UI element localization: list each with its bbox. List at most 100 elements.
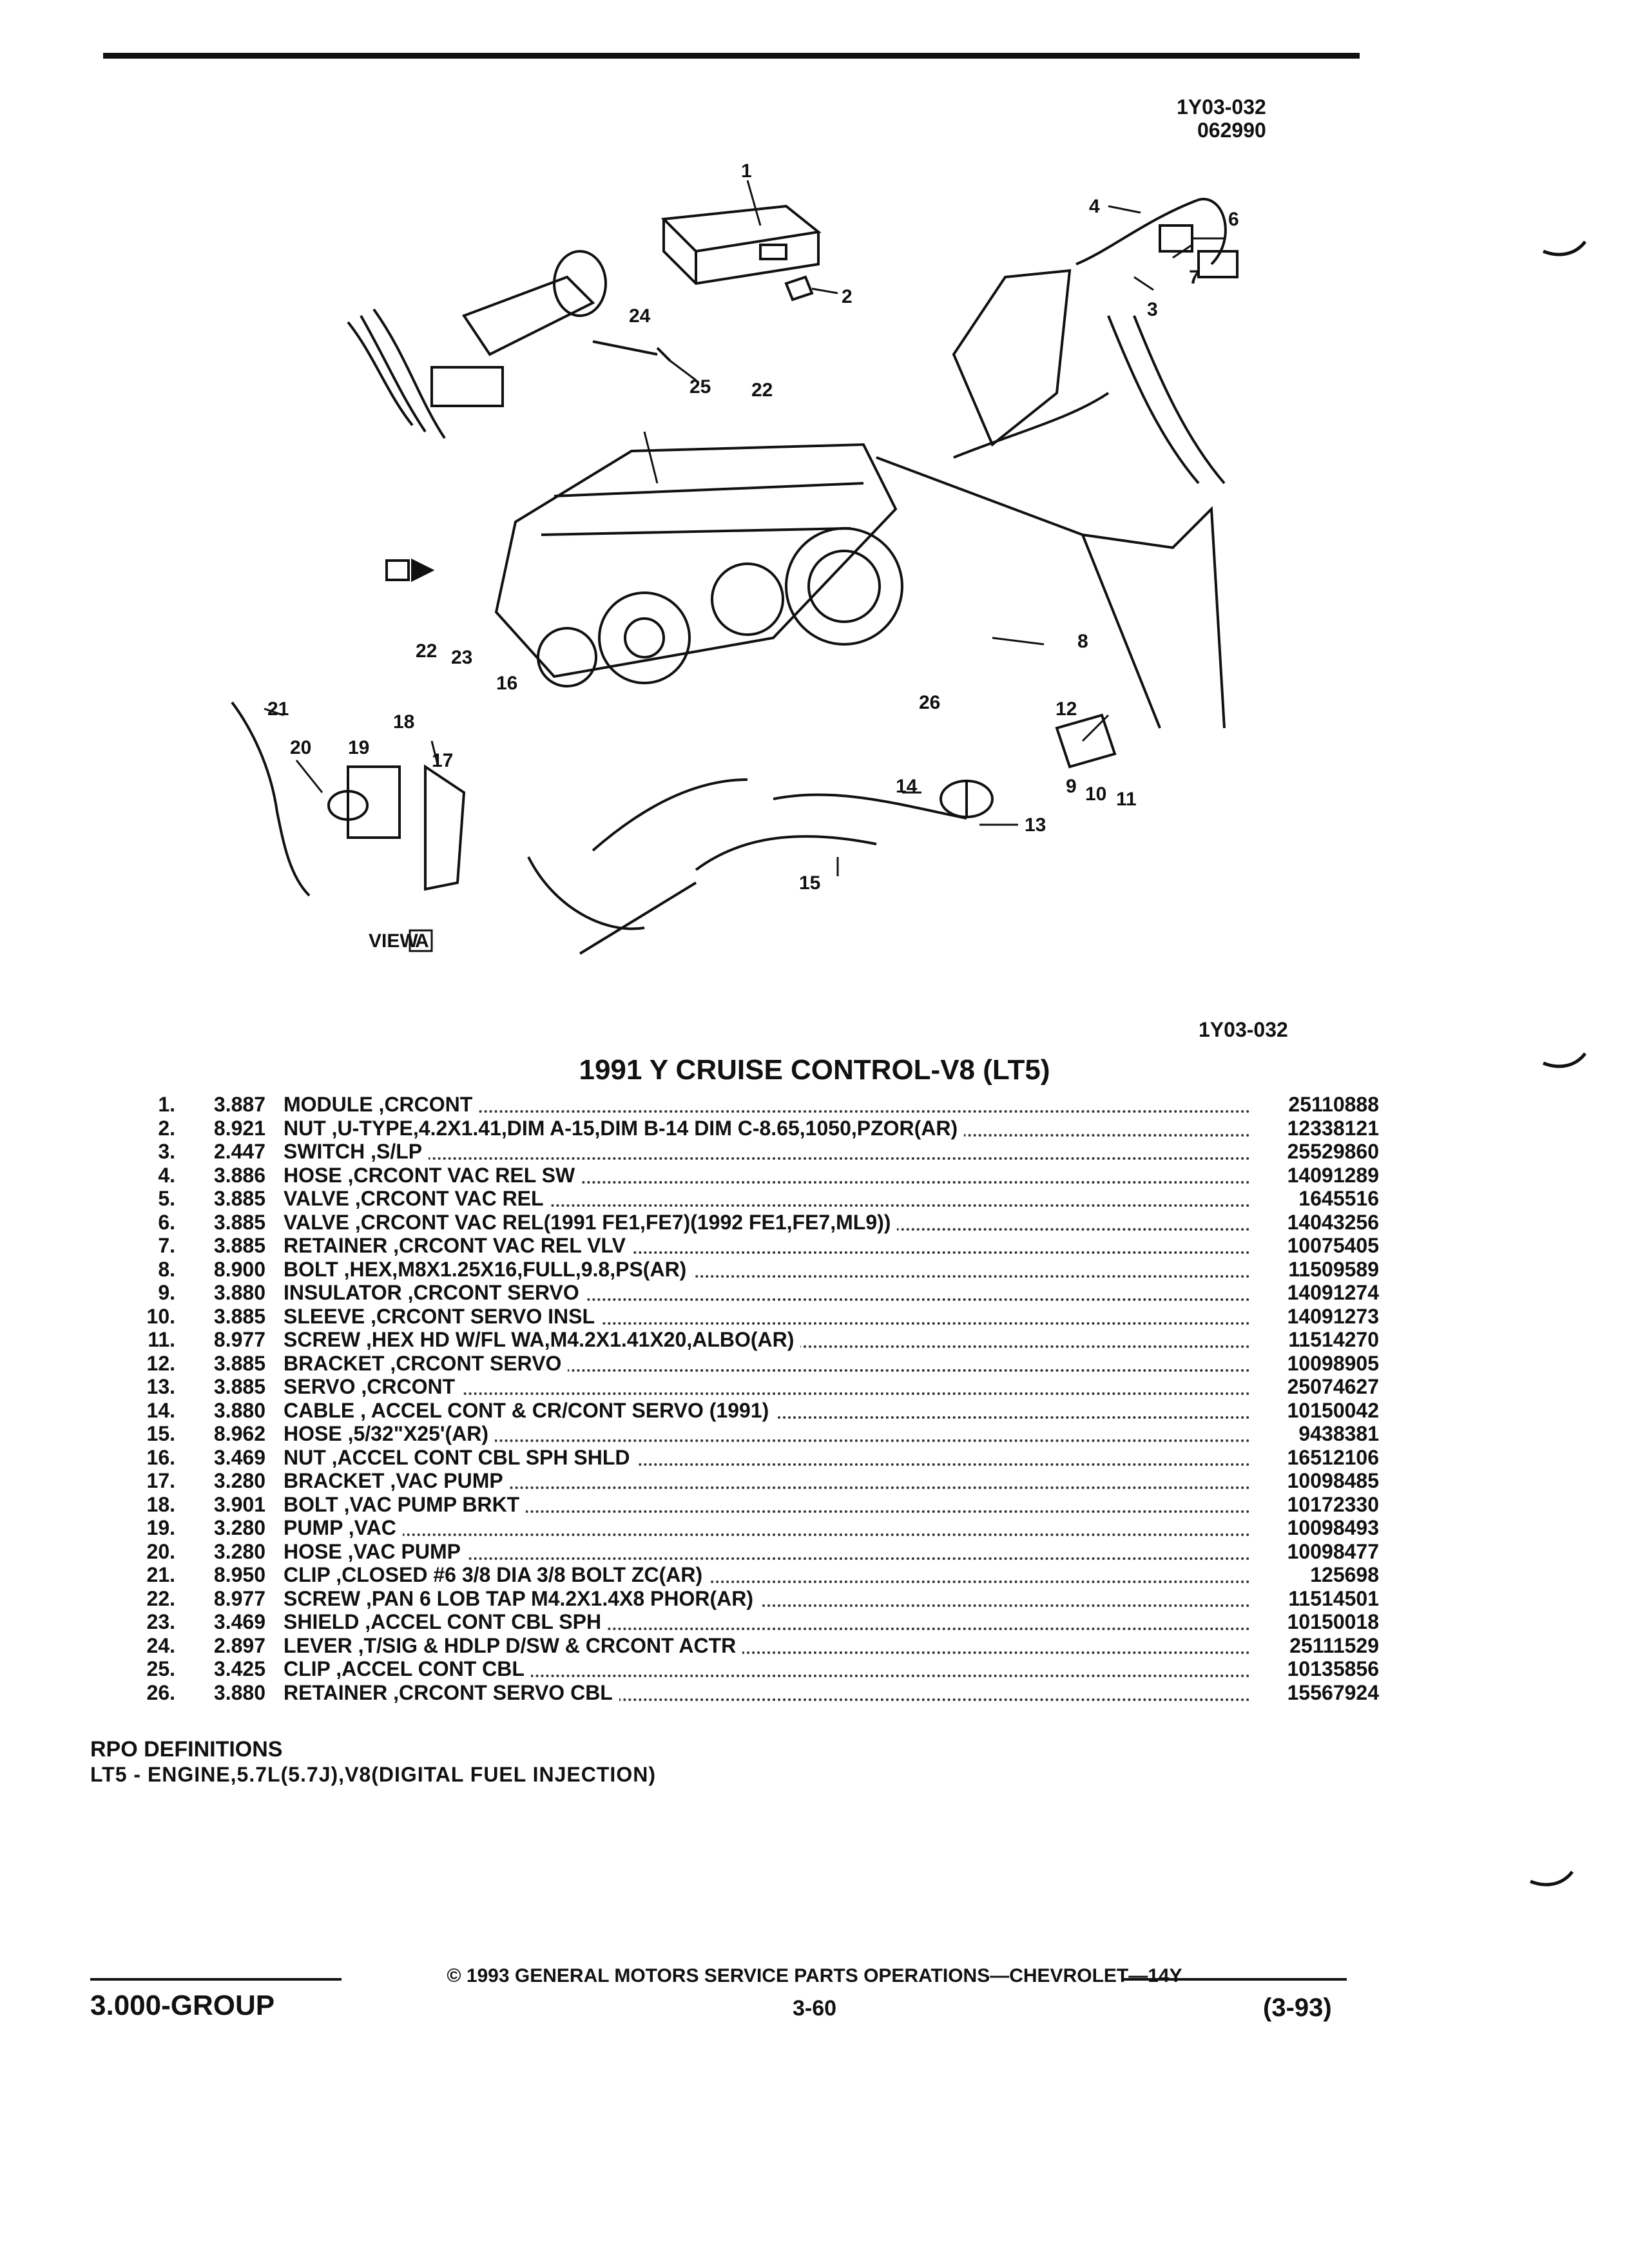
- part-group: 3.880: [213, 1680, 265, 1704]
- view-tag: A: [415, 930, 429, 952]
- module-drawing: [660, 204, 822, 285]
- part-index: 3.: [158, 1140, 175, 1163]
- vacuum-pump-drawing: [231, 701, 466, 897]
- view-tag-box: [409, 929, 433, 952]
- callout-8: 8: [1077, 631, 1088, 652]
- part-number: 10150018: [1287, 1610, 1379, 1633]
- callout-2: 2: [842, 286, 853, 307]
- part-index: 15.: [146, 1422, 175, 1445]
- part-number: 11509589: [1288, 1257, 1379, 1281]
- part-number: 15567924: [1287, 1680, 1379, 1704]
- part-group: 3.885: [213, 1304, 265, 1328]
- cowl-drawing: [876, 456, 1226, 729]
- part-description: BOLT ,VAC PUMP BRKT: [284, 1492, 1250, 1517]
- figure-date: 062990: [1197, 119, 1266, 142]
- part-number: 10098485: [1287, 1469, 1379, 1492]
- part-group: 8.977: [213, 1328, 265, 1351]
- part-number: 125698: [1310, 1563, 1379, 1586]
- part-description: HOSE ,5/32"X25'(AR): [284, 1422, 1250, 1446]
- part-group: 8.977: [213, 1586, 265, 1610]
- part-description: CLIP ,CLOSED #6 3/8 DIA 3/8 BOLT ZC(AR): [284, 1563, 1250, 1587]
- margin-mark: [1530, 1870, 1574, 1887]
- callout-7: 7: [1189, 267, 1200, 288]
- part-number: 25074627: [1287, 1375, 1379, 1398]
- callout-10: 10: [1085, 783, 1106, 805]
- part-group: 3.425: [213, 1657, 265, 1680]
- part-group: 3.469: [213, 1445, 265, 1469]
- callout-9: 9: [1066, 776, 1077, 797]
- part-index: 26.: [146, 1680, 175, 1704]
- callout-16: 16: [496, 673, 517, 694]
- part-index: 12.: [146, 1351, 175, 1375]
- part-group: 3.887: [213, 1093, 265, 1116]
- part-number: 11514270: [1288, 1328, 1379, 1351]
- view-label: VIEW: [369, 930, 418, 952]
- part-index: 13.: [146, 1375, 175, 1398]
- part-description: BRACKET ,CRCONT SERVO: [284, 1351, 1250, 1376]
- part-number: 10075405: [1287, 1234, 1379, 1257]
- part-description: VALVE ,CRCONT VAC REL(1991 FE1,FE7)(1992…: [284, 1210, 1250, 1235]
- steering-column-drawing: [347, 250, 671, 439]
- nut-drawing: [784, 275, 814, 302]
- cruise-control-diagram: 1 2 3 4 5 6 7 8 9 10 11 12 13 14 15 16 1…: [231, 160, 1239, 955]
- part-index: 11.: [148, 1328, 175, 1351]
- part-group: 3.880: [213, 1398, 265, 1422]
- figure-code-block: 1Y03-032 062990: [1177, 95, 1266, 142]
- part-group: 8.921: [213, 1116, 265, 1140]
- part-group: 3.280: [213, 1516, 265, 1539]
- part-number: 9438381: [1298, 1422, 1379, 1445]
- part-index: 6.: [158, 1210, 175, 1234]
- part-description: SLEEVE ,CRCONT SERVO INSL: [284, 1304, 1250, 1329]
- copyright: © 1993 GENERAL MOTORS SERVICE PARTS OPER…: [447, 1965, 1182, 1986]
- part-number: 11514501: [1288, 1586, 1379, 1610]
- part-description: PUMP ,VAC: [284, 1516, 1250, 1540]
- part-description: RETAINER ,CRCONT VAC REL VLV: [284, 1234, 1250, 1258]
- callout-13: 13: [1025, 814, 1046, 836]
- part-number: 10098905: [1287, 1351, 1379, 1375]
- part-description: BRACKET ,VAC PUMP: [284, 1469, 1250, 1493]
- part-description: CLIP ,ACCEL CONT CBL: [284, 1657, 1250, 1681]
- part-group: 3.901: [213, 1492, 265, 1516]
- part-number: 10172330: [1287, 1492, 1379, 1516]
- part-index: 22.: [146, 1586, 175, 1610]
- callout-22a: 22: [416, 640, 437, 662]
- callout-23: 23: [451, 647, 472, 668]
- figure-label: 1Y03-032: [1199, 1018, 1288, 1041]
- callout-20: 20: [290, 737, 311, 758]
- revision: (3-93): [1263, 1994, 1332, 2022]
- callout-11: 11: [1116, 789, 1137, 810]
- page-number: 3-60: [792, 1996, 837, 2021]
- part-index: 24.: [146, 1633, 175, 1657]
- callout-22b: 22: [751, 380, 773, 401]
- cable-hose-drawing: [527, 778, 967, 955]
- margin-mark: [1543, 240, 1586, 256]
- part-group: 3.469: [213, 1610, 265, 1633]
- part-group: 3.280: [213, 1469, 265, 1492]
- part-group: 8.900: [213, 1257, 265, 1281]
- leader-lines: [264, 180, 1224, 876]
- part-group: 3.886: [213, 1163, 265, 1187]
- callout-18: 18: [393, 711, 414, 733]
- part-number: 10098493: [1287, 1516, 1379, 1539]
- callout-4: 4: [1089, 196, 1100, 217]
- part-description: SHIELD ,ACCEL CONT CBL SPH: [284, 1610, 1250, 1634]
- part-group: 2.447: [213, 1140, 265, 1163]
- page-title: 1991 Y CRUISE CONTROL-V8 (LT5): [579, 1054, 1050, 1086]
- top-rule: [103, 53, 1360, 59]
